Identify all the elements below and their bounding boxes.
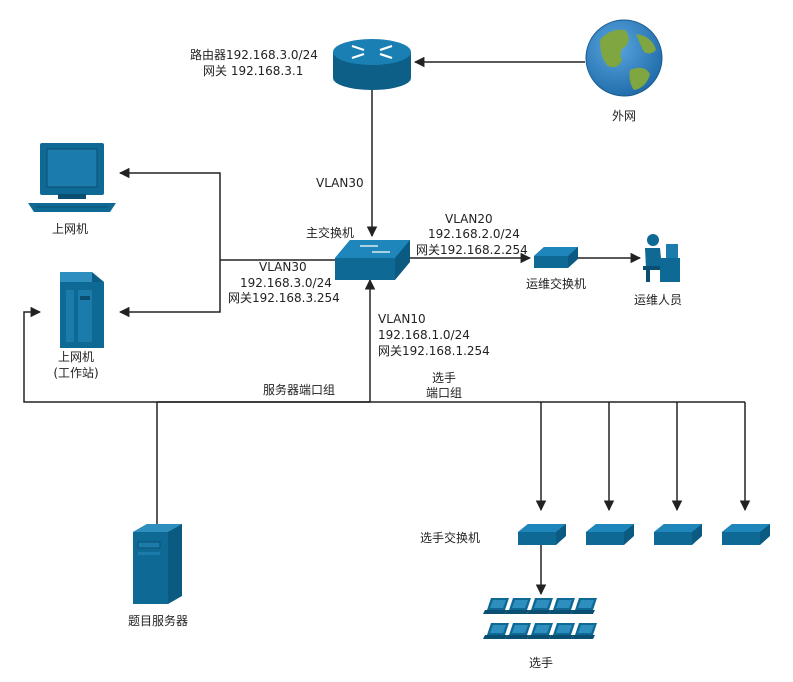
player-port-group-line1: 选手 <box>431 371 456 385</box>
player-switch-2 <box>586 524 634 545</box>
laptop-icon <box>549 623 575 639</box>
link-to-top-pc <box>118 167 221 260</box>
connection-lines <box>23 56 751 596</box>
ops-person-icon <box>643 234 680 282</box>
ops-switch-icon <box>534 247 578 268</box>
player-switch-icons <box>518 524 770 545</box>
laptop-icon <box>483 598 509 614</box>
link-label-router-main: VLAN30 <box>316 176 364 190</box>
vlan30-line2: 192.168.3.0/24 <box>240 276 332 290</box>
server-icon <box>133 524 182 604</box>
laptop-icon <box>549 598 575 614</box>
players-label: 选手 <box>528 656 553 670</box>
player-laptops <box>483 598 597 639</box>
laptop-icon <box>571 598 597 614</box>
vlan30-line1: VLAN30 <box>259 260 307 274</box>
laptop-row-1 <box>483 598 597 614</box>
desktop-pc-icon <box>28 143 116 212</box>
laptop-icon <box>527 598 553 614</box>
server-label: 题目服务器 <box>127 614 188 628</box>
workstation-label-line2: (工作站) <box>53 366 99 380</box>
laptop-icon <box>527 623 553 639</box>
player-switch-4 <box>722 524 770 545</box>
vlan20-line3: 网关192.168.2.254 <box>416 243 528 257</box>
link-to-workstation <box>118 260 221 318</box>
laptop-row-2 <box>483 623 597 639</box>
laptop-icon <box>483 623 509 639</box>
player-switch-label: 选手交换机 <box>420 531 481 545</box>
workstation-icon <box>60 272 104 348</box>
laptop-icon <box>505 623 531 639</box>
router-icon <box>333 39 411 90</box>
ops-switch-label: 运维交换机 <box>525 277 586 291</box>
laptop-icon <box>505 598 531 614</box>
internet-label: 外网 <box>611 109 636 123</box>
router-label-line2: 网关 192.168.3.1 <box>203 64 304 78</box>
vlan20-line1: VLAN20 <box>445 212 493 226</box>
vlan10-line3: 网关192.168.1.254 <box>378 344 490 358</box>
router-label-line1: 路由器192.168.3.0/24 <box>190 48 318 62</box>
main-switch-icon <box>335 240 410 280</box>
main-switch-label: 主交换机 <box>306 226 355 240</box>
top-pc-label: 上网机 <box>51 222 88 236</box>
laptop-icon <box>571 623 597 639</box>
vlan10-line2: 192.168.1.0/24 <box>378 328 470 342</box>
globe-icon <box>585 19 663 97</box>
vlan30-line3: 网关192.168.3.254 <box>228 291 340 305</box>
workstation-label-line1: 上网机 <box>57 350 94 364</box>
player-port-group-line2: 端口组 <box>425 386 462 400</box>
server-port-group-label: 服务器端口组 <box>263 383 336 397</box>
player-switch-1 <box>518 524 566 545</box>
ops-person-label: 运维人员 <box>633 293 682 307</box>
vlan20-line2: 192.168.2.0/24 <box>428 227 520 241</box>
vlan10-line1: VLAN10 <box>378 312 426 326</box>
player-switch-3 <box>654 524 702 545</box>
